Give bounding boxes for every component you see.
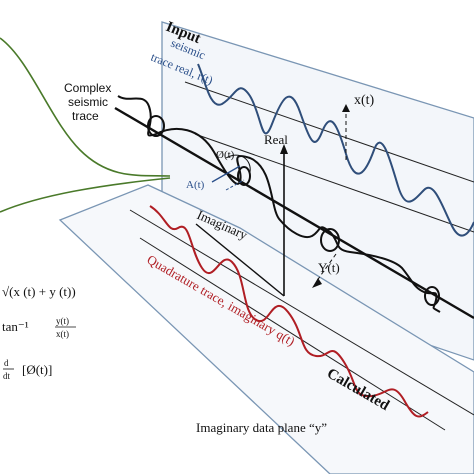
complex-trace-label-1: Complex [64, 81, 111, 95]
complex-seismic-trace-helix [117, 95, 441, 313]
formula-frequency-dt: dt [3, 371, 11, 381]
complex-trace-label-3: trace [72, 109, 99, 123]
imaginary-plane-guide-2 [139, 237, 446, 431]
formula-amplitude: √(x (t) + y (t)) [2, 284, 76, 299]
quadrature-trace-curve [149, 205, 429, 418]
formula-frequency-d: d [4, 358, 9, 368]
y-t-arrow [312, 278, 322, 288]
real-axis-arrow [280, 144, 288, 154]
real-axis-label: Real [264, 132, 288, 147]
amplitude-dashed [225, 179, 245, 191]
phase-label: Ø(t) [216, 149, 235, 161]
imaginary-axis [195, 223, 285, 297]
formula-frequency-body: [Ø(t)] [22, 362, 52, 377]
imaginary-plane-caption: Imaginary data plane “y” [196, 420, 327, 435]
phase-arc [225, 154, 251, 173]
x-t-label: x(t) [354, 93, 375, 108]
input-plane-lower-guide [194, 133, 474, 233]
attribute-curve-lower [0, 177, 171, 213]
imaginary-plane-guide-1 [129, 209, 474, 416]
input-plane-upper-guide [184, 81, 474, 183]
helix-loop-4 [424, 286, 440, 306]
imaginary-data-plane [58, 184, 474, 474]
formula-phase-prefix: tan⁻¹ [2, 319, 29, 334]
attribute-curve-upper [0, 37, 171, 177]
complex-trace-label-2: seismic [68, 95, 108, 109]
helix-loop-3 [320, 228, 340, 252]
amplitude-label: A(t) [186, 179, 205, 191]
y-t-label: Y(t) [318, 260, 340, 275]
formula-phase-denominator: x(t) [56, 329, 69, 339]
y-t-projection [315, 253, 337, 283]
x-t-arrow [342, 104, 350, 112]
helix-loop-2 [237, 166, 251, 186]
real-trace-curve [197, 63, 474, 237]
helix-loop-1 [147, 115, 165, 137]
amplitude-vector [211, 165, 241, 183]
formula-phase-numerator: y(t) [56, 316, 69, 326]
